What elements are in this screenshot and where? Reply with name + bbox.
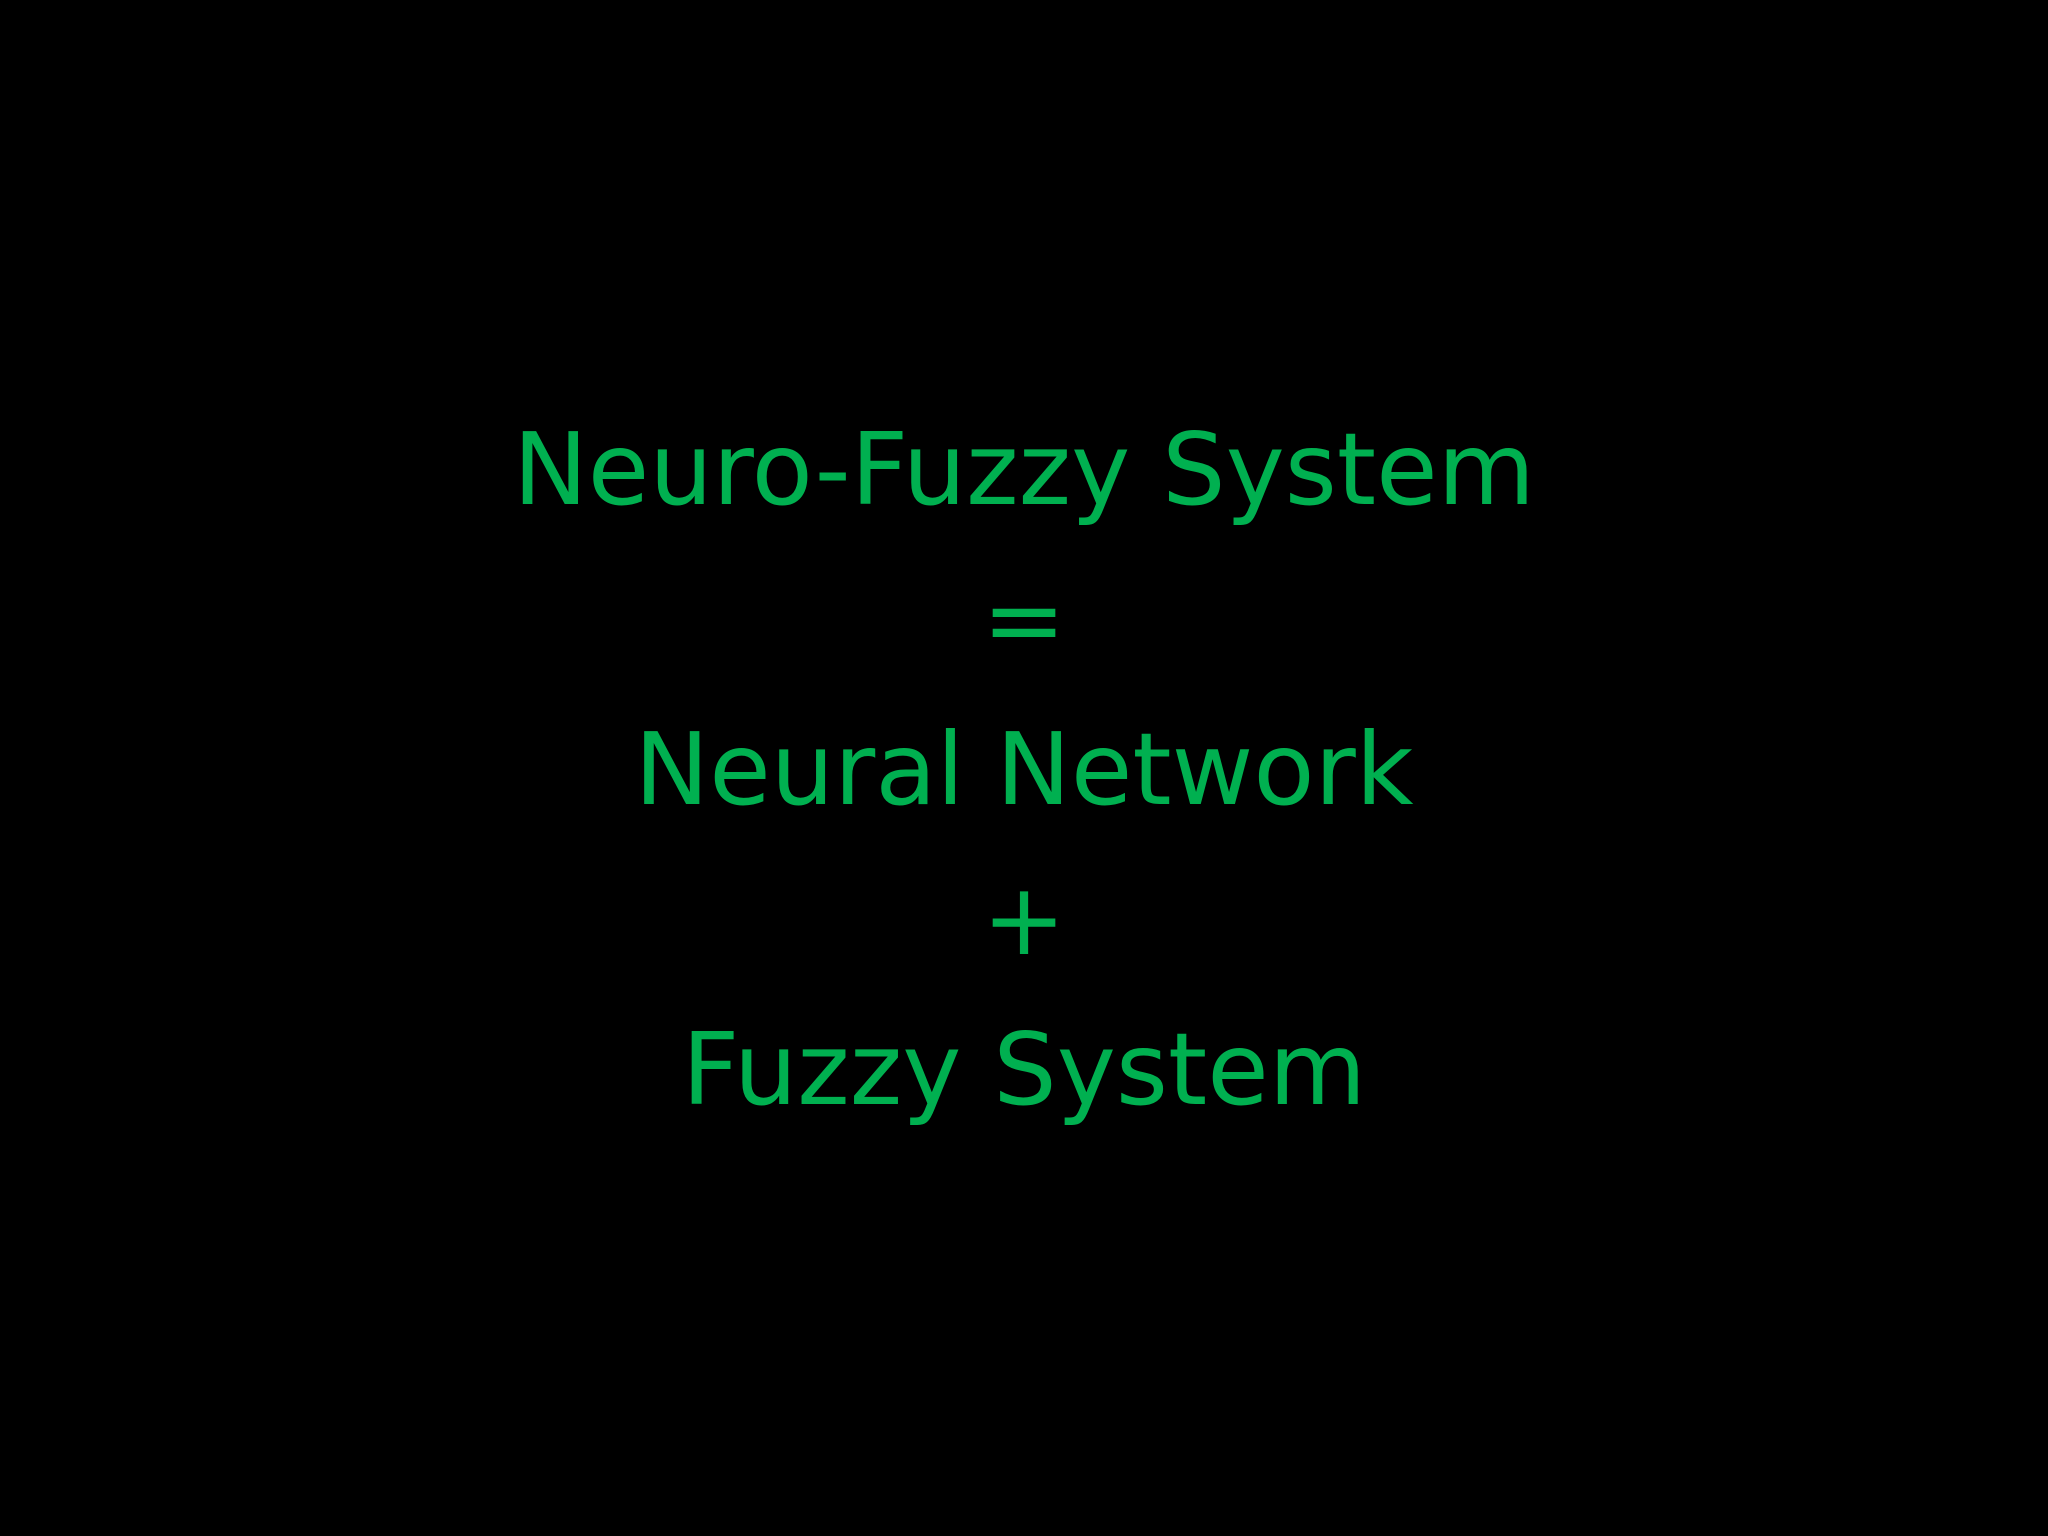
line-neural-network: Neural Network — [634, 711, 1414, 828]
line-fuzzy-system: Fuzzy System — [681, 1011, 1367, 1128]
line-equals-sign: = — [982, 561, 1066, 678]
line-neuro-fuzzy-system: Neuro-Fuzzy System — [512, 411, 1536, 528]
equation-block: Neuro-Fuzzy System = Neural Network + Fu… — [0, 395, 2048, 1145]
line-plus-sign: + — [982, 861, 1066, 978]
